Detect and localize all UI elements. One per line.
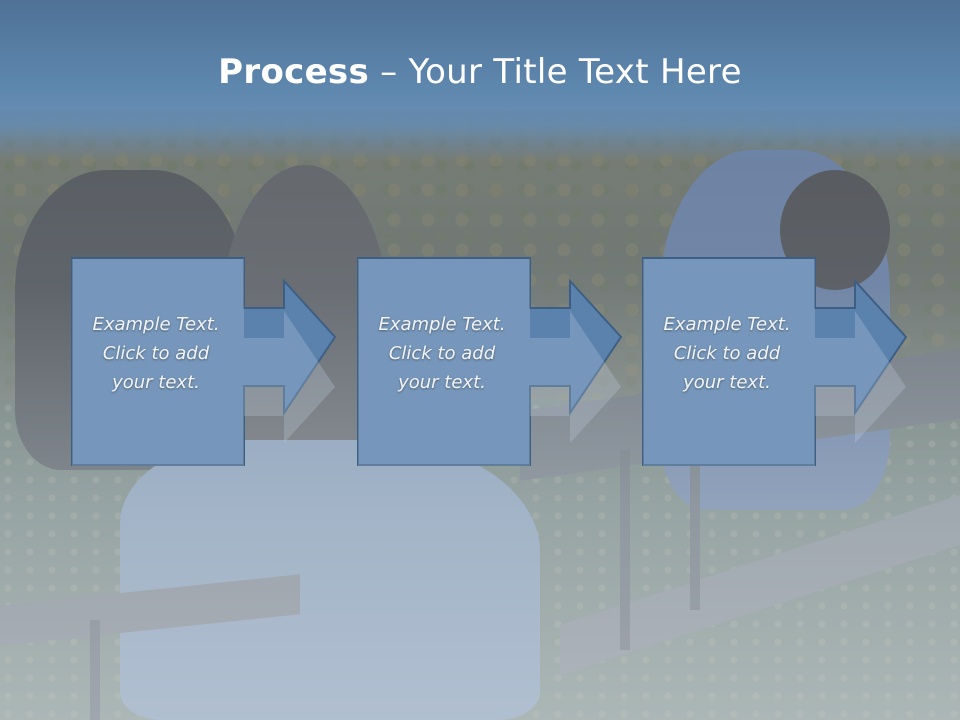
process-step-1[interactable]: Example Text. Click to add your text. [71,257,341,471]
right-arrow-icon [71,257,337,466]
step-line: Example Text. [357,310,527,339]
slide-title[interactable]: Process – Your Title Text Here [0,52,960,92]
title-band [0,0,960,160]
step-line: Click to add [357,339,527,368]
right-arrow-icon [357,257,623,466]
title-rest: – Your Title Text Here [369,52,742,92]
step-text: Example Text. Click to add your text. [357,310,527,397]
step-line: Example Text. [71,310,241,339]
step-line: Example Text. [642,310,812,339]
step-reflection [72,259,335,466]
step-line: your text. [71,368,241,397]
process-step-3[interactable]: Example Text. Click to add your text. [642,257,912,471]
step-text: Example Text. Click to add your text. [642,310,812,397]
process-step-2[interactable]: Example Text. Click to add your text. [357,257,627,471]
step-line: your text. [642,368,812,397]
title-bold: Process [218,52,370,92]
step-reflection [358,259,621,466]
right-arrow-icon [642,257,908,466]
step-line: Click to add [642,339,812,368]
step-reflection [643,259,906,466]
step-text: Example Text. Click to add your text. [71,310,241,397]
step-line: Click to add [71,339,241,368]
step-line: your text. [357,368,527,397]
